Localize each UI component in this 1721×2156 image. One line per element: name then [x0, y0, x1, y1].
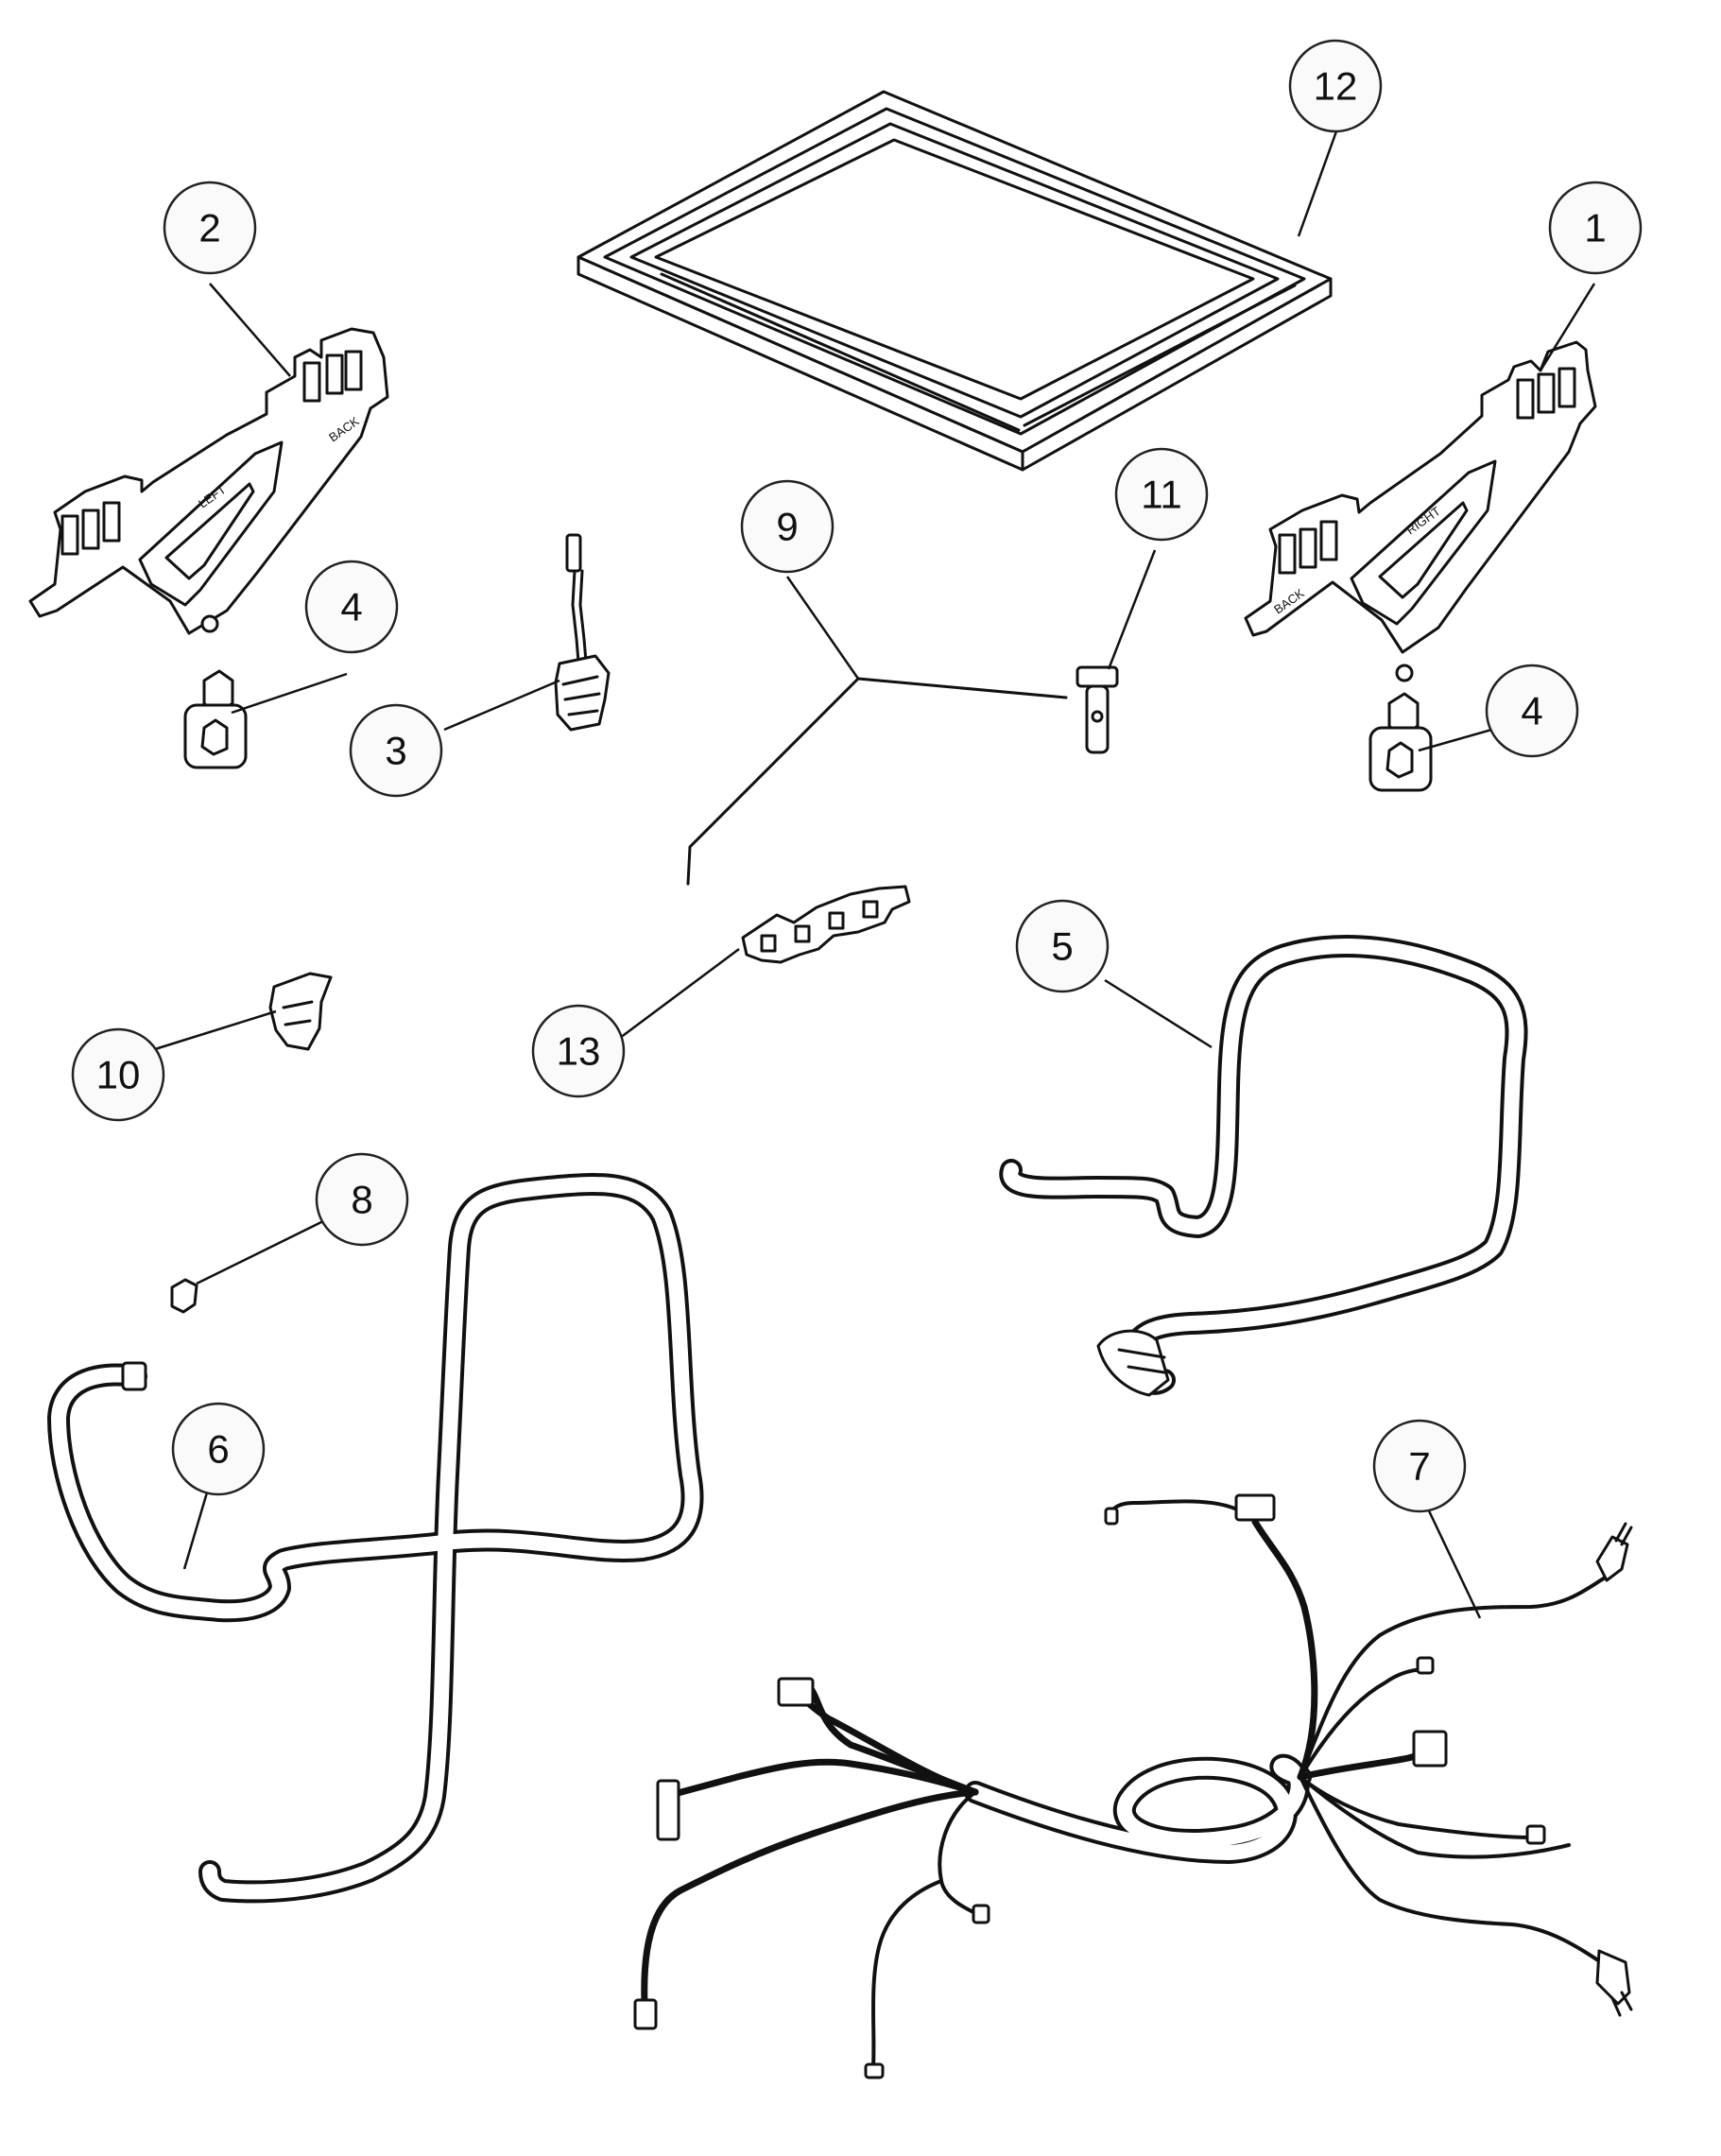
callout-3: 3 — [385, 729, 406, 773]
part-1-right-bracket: RIGHT BACK — [1244, 340, 1597, 682]
part-10-rod — [686, 677, 1068, 886]
part-13-latch — [741, 885, 911, 964]
callout-12: 11 — [1141, 473, 1182, 517]
part-11-small-bracket — [268, 972, 333, 1051]
callout-10: 9 — [776, 505, 798, 549]
leader-lines — [154, 130, 1596, 1619]
part-4-clip-left — [183, 669, 248, 769]
callout-6: 6 — [207, 1427, 229, 1472]
callout-2: 2 — [198, 206, 220, 250]
part-12-pin — [1076, 665, 1119, 754]
callout-1: 1 — [1584, 206, 1606, 250]
callout-11: 10 — [96, 1053, 141, 1097]
callout-5: 5 — [1051, 924, 1073, 969]
callout-4-right: 4 — [1521, 689, 1542, 733]
callout-13: 13 — [557, 1029, 601, 1074]
callout-9: 8 — [351, 1178, 372, 1222]
part-9-small-clip — [170, 1278, 198, 1314]
callout-labels: 12 1 2 4 3 4 9 11 5 13 10 8 6 7 — [96, 64, 1607, 1489]
part-3-sensor — [554, 533, 611, 732]
callout-circles — [71, 39, 1643, 1513]
part-6-hose — [47, 1173, 704, 1904]
part-7-frame — [577, 90, 1333, 472]
callout-4-left: 4 — [340, 585, 362, 630]
part-8-wire-harness — [633, 1493, 1633, 2079]
callout-7: 12 — [1314, 64, 1358, 109]
part-5-hose — [999, 934, 1528, 1397]
part-2-left-bracket: LEFT BACK — [28, 327, 389, 635]
callout-8: 7 — [1408, 1444, 1430, 1489]
part-4-clip-right — [1368, 692, 1433, 792]
